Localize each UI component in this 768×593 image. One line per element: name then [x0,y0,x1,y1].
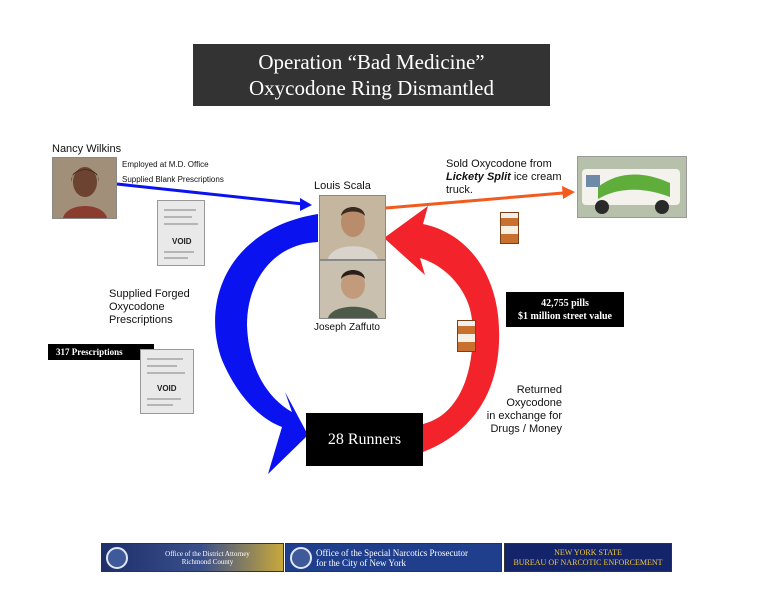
blue-connector-arrow [116,182,304,206]
forged-prescription-document: VOID [140,349,194,414]
louis-photo [319,195,386,260]
snp-logo: Office of the Special Narcotics Prosecut… [285,543,502,572]
nancy-name: Nancy Wilkins [52,143,122,155]
forged-line-2: Oxycodone [109,301,165,313]
sold-line-3: truck. [446,184,473,196]
agency-seal-icon [106,546,128,569]
returned-caption: Returned Oxycodone in exchange for Drugs… [470,384,562,436]
returned-line-1: Returned [516,384,562,396]
pills-stat-box: 42,755 pills $1 million street value [506,292,624,327]
blank-prescription-document: VOID [157,200,205,266]
pills-value: $1 million street value [518,310,612,322]
sold-brand: Lickety Split [446,171,511,183]
orange-connector-arrowhead [562,186,575,199]
bne-logo: NEW YORK STATE BUREAU OF NARCOTIC ENFORC… [504,543,672,572]
red-curved-arrow [384,206,500,452]
orange-connector-arrow [385,191,564,210]
person-photo-icon [53,158,116,218]
ice-cream-truck-icon [578,157,686,217]
da-logo-line-2: Richmond County [181,557,234,566]
sold-line-2: Lickety Split ice cream [446,171,562,184]
snp-logo-line-1: Office of the Special Narcotics Prosecut… [316,547,469,558]
person-photo-icon [320,196,385,259]
runners-box: 28 Runners [306,413,423,466]
void-stamp: VOID [157,384,177,393]
sold-caption: Sold Oxycodone from Lickety Split ice cr… [446,158,562,197]
sold-line-1: Sold Oxycodone from [446,158,552,170]
sold-line-2-rest: ice cream [510,171,562,183]
forged-caption: Supplied Forged Oxycodone Prescriptions [109,288,190,327]
title-line-2: Oxycodone Ring Dismantled [249,76,494,100]
prescriptions-count-box: 317 Prescriptions [48,344,154,360]
void-stamp: VOID [172,237,192,246]
pill-bottle-icon [500,212,519,244]
nancy-photo [52,157,117,219]
blue-curved-arrow [215,214,318,474]
da-logo: Office of the District Attorney Richmond… [101,543,284,572]
nancy-note-1: Employed at M.D. Office [122,160,209,169]
agency-seal-icon [290,546,312,569]
nancy-note-2: Supplied Blank Prescriptions [122,175,224,184]
title-line-1: Operation “Bad Medicine” [258,50,485,74]
forged-line-3: Prescriptions [109,314,173,326]
da-logo-line-1: Office of the District Attorney [165,549,250,558]
joseph-photo [319,260,386,319]
joseph-name: Joseph Zaffuto [314,322,380,333]
snp-logo-line-2: for the City of New York [316,557,406,568]
returned-line-2: Oxycodone [506,397,562,409]
ice-cream-truck-photo [577,156,687,218]
blue-connector-arrowhead [300,198,312,211]
louis-name: Louis Scala [314,180,371,192]
person-photo-icon [320,261,385,318]
page-title: Operation “Bad Medicine” Oxycodone Ring … [193,44,550,106]
bne-logo-line-1: NEW YORK STATE [554,547,622,557]
pills-count: 42,755 pills [541,297,589,309]
returned-line-4: Drugs / Money [490,423,562,435]
bne-logo-line-2: BUREAU OF NARCOTIC ENFORCEMENT [513,557,663,567]
pill-bottle-icon [457,320,476,352]
returned-line-3: in exchange for [486,410,562,422]
forged-line-1: Supplied Forged [109,288,190,300]
